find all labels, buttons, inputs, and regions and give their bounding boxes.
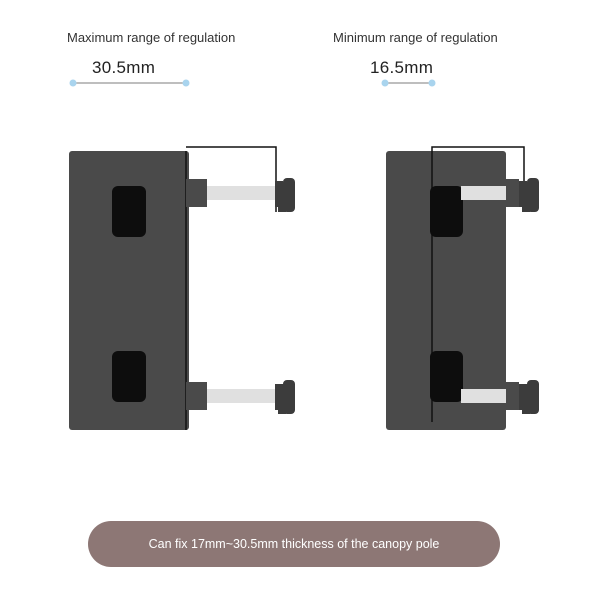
left-dimension-indicator xyxy=(69,79,190,87)
caption-banner: Can fix 17mm~30.5mm thickness of the can… xyxy=(88,521,500,567)
right-pole-outline xyxy=(431,146,525,422)
right-clamp xyxy=(386,146,539,430)
caption-text: Can fix 17mm~30.5mm thickness of the can… xyxy=(148,537,440,551)
left-measurement-label: 30.5mm xyxy=(92,58,156,77)
right-upper-slot xyxy=(430,186,463,237)
left-clamp xyxy=(69,146,295,430)
left-panel-title: Maximum range of regulation xyxy=(67,30,236,45)
right-measurement-label: 16.5mm xyxy=(370,58,434,77)
left-upper-slot xyxy=(112,186,146,237)
right-panel-title: Minimum range of regulation xyxy=(333,30,498,45)
right-dimension-indicator xyxy=(381,79,436,87)
right-clamp-body xyxy=(386,151,506,430)
left-clamp-body xyxy=(69,151,189,430)
left-lower-slot xyxy=(112,351,146,402)
right-lower-slot xyxy=(430,351,463,402)
